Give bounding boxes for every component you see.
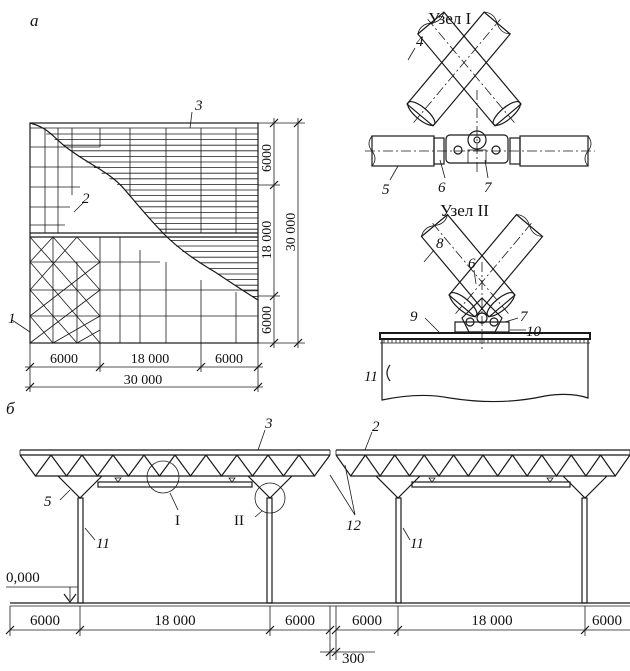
node-1-callout: I [175, 513, 180, 529]
truss-web [19, 454, 52, 478]
plan-dim-bottom-left: 6000 [50, 352, 78, 367]
lower-beam [97, 481, 253, 488]
span1-dim-mid: 18 000 [154, 613, 195, 629]
plan-dim-right-total: 30 000 [284, 213, 299, 252]
node-2-callout: II [234, 513, 244, 529]
part-b-label: б [6, 399, 15, 418]
plan-dim-right-bottom: 6000 [260, 306, 275, 334]
node1-connector [445, 90, 509, 172]
truss-web [205, 454, 238, 478]
plan-upper-grid [30, 128, 100, 233]
node1-right-tube [416, 11, 522, 127]
span2-dim-mid: 18 000 [471, 613, 512, 629]
leader-2-plan [73, 201, 85, 213]
truss-web [298, 454, 331, 478]
span1-dim-right: 6000 [285, 613, 315, 629]
plan-lower-grid [99, 237, 258, 343]
ref-label-1: 1 [8, 311, 16, 327]
ref-label-7-node1: 7 [484, 180, 493, 196]
ref-label-8: 8 [436, 236, 444, 252]
plan-dim-bottom-total: 30 000 [124, 373, 163, 388]
ref-label-7-node2: 7 [520, 309, 529, 325]
truss-web [143, 454, 176, 478]
plan-upper-verticals [99, 128, 237, 233]
support-cone [57, 475, 103, 499]
ref-label-11-section-1: 11 [96, 536, 110, 552]
ref-label-6-node1: 6 [438, 180, 446, 196]
ref-label-4: 4 [416, 34, 424, 50]
leader-1 [11, 319, 31, 333]
ref-label-5-node: 5 [382, 182, 390, 198]
node1-chord [365, 135, 595, 167]
lower-beam [411, 481, 571, 488]
ref-label-10: 10 [526, 324, 542, 340]
truss-web [511, 454, 543, 478]
node2-left-tube [448, 213, 544, 318]
node-1-marker [146, 460, 180, 494]
gap-dim: 300 [342, 651, 365, 666]
plan-bar-pattern [46, 133, 258, 297]
truss-web [236, 454, 269, 478]
node-1-detail: Узел I [365, 9, 595, 198]
truss-span-2 [335, 449, 630, 499]
truss-web [394, 454, 425, 478]
space-frame-plan: 6000 18 000 6000 30 000 6000 18 000 6000… [8, 98, 305, 392]
truss-web [541, 454, 572, 478]
truss-web [335, 454, 366, 478]
part-a-label: а [30, 11, 39, 30]
ref-label-3-plan: 3 [194, 98, 203, 114]
plan-braced-corner [29, 236, 101, 344]
section-dimensions [5, 606, 630, 660]
node2-column-head [379, 332, 591, 403]
truss-web [174, 454, 207, 478]
plan-dim-bottom-right: 6000 [215, 352, 243, 367]
truss-web [453, 454, 484, 478]
column-4 [581, 497, 588, 604]
node-2-marker [254, 482, 286, 514]
section-columns [77, 497, 588, 604]
ref-label-9: 9 [410, 309, 418, 325]
truss-web [364, 454, 396, 478]
elevation-value: 0,000 [6, 570, 40, 586]
node-2-title: Узел II [440, 201, 489, 220]
plan-dim-right-mid: 18 000 [260, 221, 275, 260]
truss-web [267, 454, 300, 478]
truss-web [423, 454, 455, 478]
span2-dim-right: 6000 [592, 613, 622, 629]
column-2 [266, 497, 273, 604]
elevation-mark [6, 586, 78, 603]
truss-web [112, 454, 145, 478]
truss-web [570, 454, 602, 478]
truss-web [600, 454, 630, 478]
ref-label-2-section: 2 [372, 419, 380, 435]
building-section: 3 2 5 I II 12 11 11 0,000 [5, 416, 630, 667]
span2-dim-left: 6000 [352, 613, 382, 629]
ref-label-3-section: 3 [264, 416, 273, 432]
support-cone [247, 475, 293, 499]
ref-label-2-plan: 2 [82, 191, 90, 207]
plan-dim-right-top: 6000 [260, 144, 275, 172]
ref-label-6-node2: 6 [468, 256, 476, 272]
span1-dim-left: 6000 [30, 613, 60, 629]
truss-web [50, 454, 83, 478]
ref-label-12: 12 [346, 518, 362, 534]
ref-label-11-node2: 11 [364, 369, 378, 385]
node-2-detail: Узел II 8 [364, 201, 591, 403]
ref-label-5-section: 5 [44, 494, 52, 510]
column-1 [77, 497, 84, 604]
ref-label-11-section-2: 11 [410, 536, 424, 552]
column-3 [395, 497, 402, 604]
truss-web [482, 454, 513, 478]
plan-dim-bottom-mid: 18 000 [131, 352, 170, 367]
plan-zone-boundary [29, 122, 259, 301]
leader-3-plan [189, 111, 193, 129]
truss-web [81, 454, 114, 478]
node1-left-tube [406, 11, 512, 127]
plan-right-dimensions [258, 118, 305, 348]
plan-bottom-dimensions [25, 343, 263, 392]
